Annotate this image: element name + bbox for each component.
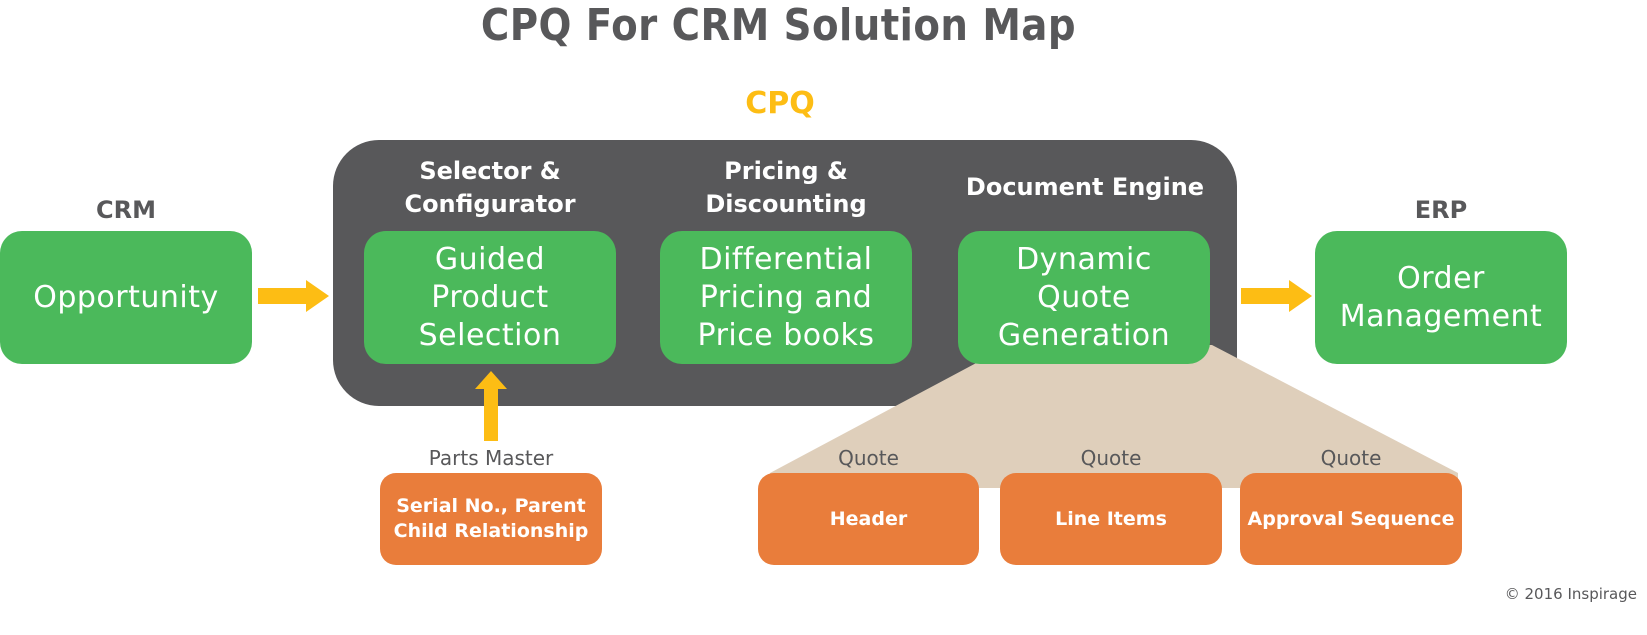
- diagram-title: CPQ For CRM Solution Map: [480, 0, 1077, 51]
- arrow-up-icon: [475, 371, 507, 441]
- arrow-right-icon: [1241, 280, 1312, 312]
- differential-pricing-box[interactable]: Differential Pricing and Price books: [660, 231, 912, 364]
- opportunity-label: Opportunity: [33, 279, 219, 315]
- quote-label: Quote: [1080, 446, 1142, 470]
- crm-heading: CRM: [96, 196, 156, 224]
- heading-line: Configurator: [404, 190, 576, 218]
- guided-product-selection-box[interactable]: Guided Product Selection: [364, 231, 616, 364]
- box-line: Generation: [997, 317, 1171, 353]
- quote-approval-sequence-box[interactable]: Approval Sequence: [1240, 473, 1462, 565]
- box-line: Dynamic: [1016, 241, 1152, 277]
- box-line: Management: [1339, 298, 1543, 334]
- opportunity-box[interactable]: Opportunity: [0, 231, 252, 364]
- copyright-text: © 2016 Inspirage: [1504, 585, 1637, 603]
- heading-line: Selector &: [419, 157, 561, 185]
- quote-label: Quote: [838, 446, 899, 470]
- pricing-discounting-heading: Pricing & Discounting: [660, 155, 912, 221]
- box-label: Header: [829, 507, 908, 530]
- parts-master-label: Parts Master: [428, 446, 554, 470]
- heading-line: Pricing &: [724, 157, 848, 185]
- box-line: Price books: [697, 317, 875, 353]
- quote-header-box[interactable]: Header: [758, 473, 979, 565]
- box-line: Order: [1397, 260, 1485, 296]
- quote-expansion-trapezoid: [770, 345, 1458, 488]
- dynamic-quote-generation-box[interactable]: Dynamic Quote Generation: [958, 231, 1210, 364]
- arrow-right-icon: [258, 280, 329, 312]
- box-line: Selection: [418, 317, 562, 353]
- box-line: Differential: [699, 241, 873, 277]
- box-line: Child Relationship: [393, 520, 589, 542]
- erp-heading: ERP: [1414, 196, 1468, 224]
- box-label: Approval Sequence: [1247, 507, 1455, 530]
- cpq-label: CPQ: [745, 86, 815, 121]
- box-line: Guided: [434, 241, 546, 277]
- document-engine-heading: Document Engine: [965, 173, 1205, 201]
- quote-label: Quote: [1320, 446, 1382, 470]
- box-line: Product: [431, 279, 549, 315]
- box-label: Line Items: [1055, 507, 1167, 530]
- selector-configurator-heading: Selector & Configurator: [364, 155, 616, 221]
- order-management-box[interactable]: Order Management: [1315, 231, 1567, 364]
- quote-line-items-box[interactable]: Line Items: [1000, 473, 1222, 565]
- box-line: Quote: [1037, 279, 1131, 315]
- serial-parent-child-box[interactable]: Serial No., Parent Child Relationship: [380, 473, 602, 565]
- box-line: Pricing and: [699, 279, 873, 315]
- box-line: Serial No., Parent: [396, 495, 586, 517]
- heading-line: Discounting: [705, 190, 867, 218]
